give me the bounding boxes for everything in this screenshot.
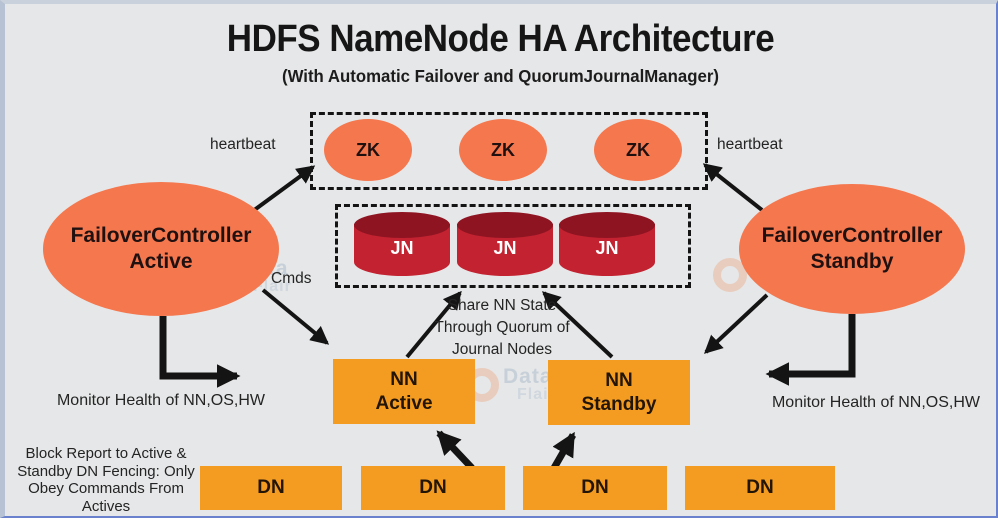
block-report-line2: Standby DN Fencing: Only <box>17 462 195 480</box>
journal-node-1: JN <box>354 212 450 278</box>
block-report-label: Block Report to Active & Standby DN Fenc… <box>13 445 199 515</box>
page-subtitle: (With Automatic Failover and QuorumJourn… <box>281 66 720 86</box>
nn-standby-line2: Standby <box>581 393 657 415</box>
datanode-3: DN <box>523 466 667 510</box>
arrow-heartbeat-active-to-zk <box>251 165 316 213</box>
watermark-text: Data <box>503 365 553 388</box>
share-state-line1: Share NN State <box>447 297 557 314</box>
share-state-line2: Through Quorum of <box>434 319 570 336</box>
nn-active-line1: NN <box>390 368 418 390</box>
jn-label: JN <box>595 238 619 258</box>
arrow-fc-standby-to-nn-standby <box>703 293 769 354</box>
block-report-line1: Block Report to Active & <box>25 445 187 462</box>
datanode-4: DN <box>685 466 835 510</box>
datanode-1: DN <box>200 466 342 510</box>
dn-label: DN <box>419 477 447 498</box>
dn-label: DN <box>257 477 285 498</box>
monitor-health-label-right: Monitor Health of NN,OS,HW <box>771 394 981 411</box>
journal-node-3: JN <box>559 212 655 278</box>
cylinder-top <box>559 212 655 238</box>
datanode-2: DN <box>361 466 505 510</box>
block-report-line4: Actives <box>81 497 131 515</box>
cylinder-top <box>354 212 450 238</box>
page-title: HDFS NameNode HA Architecture <box>226 18 775 60</box>
share-state-line3: Journal Nodes <box>452 341 552 358</box>
namenode-standby: NN Standby <box>548 360 690 425</box>
failover-controller-active: FailoverController Active <box>43 182 279 316</box>
dn-label: DN <box>746 477 774 498</box>
jn-label: JN <box>493 238 517 258</box>
monitor-health-label-left: Monitor Health of NN,OS,HW <box>56 392 266 409</box>
arrow-cmds-to-nn-active <box>261 288 330 345</box>
zookeeper-quorum-box <box>310 112 708 190</box>
heartbeat-label-left: heartbeat <box>210 136 276 153</box>
nn-standby-line1: NN <box>605 369 633 391</box>
arrow-monitor-health-left <box>159 316 241 388</box>
cmds-label: Cmds <box>271 270 312 287</box>
zk-label: ZK <box>491 139 515 160</box>
zk-label: ZK <box>356 139 380 160</box>
nn-active-line2: Active <box>375 392 433 414</box>
journal-node-2: JN <box>457 212 553 278</box>
zookeeper-node-1: ZK <box>324 119 412 181</box>
journal-quorum-box <box>335 204 691 288</box>
heartbeat-label-right: heartbeat <box>717 136 783 153</box>
fc-active-line1: FailoverController <box>70 224 252 247</box>
zookeeper-node-3: ZK <box>594 119 682 181</box>
failover-controller-standby: FailoverController Standby <box>739 184 965 314</box>
jn-label: JN <box>390 238 414 258</box>
arrow-dn-to-nn-standby <box>550 431 577 470</box>
dataflair-logo-icon <box>713 258 747 292</box>
block-report-line3: Obey Commands From <box>28 480 184 497</box>
zookeeper-node-2: ZK <box>459 119 547 181</box>
watermark-text: Flair <box>517 386 556 403</box>
fc-active-line2: Active <box>129 250 193 273</box>
cylinder-top <box>457 212 553 238</box>
fc-standby-line1: FailoverController <box>761 224 943 247</box>
arrow-heartbeat-standby-to-zk <box>702 163 764 212</box>
zk-label: ZK <box>626 139 650 160</box>
fc-standby-line2: Standby <box>810 250 894 273</box>
dn-label: DN <box>581 477 609 498</box>
arrow-monitor-health-right <box>765 314 856 386</box>
namenode-active: NN Active <box>333 359 475 424</box>
share-state-label: Share NN State Through Quorum of Journal… <box>402 295 602 361</box>
arrow-dn-to-nn-active <box>436 430 475 471</box>
